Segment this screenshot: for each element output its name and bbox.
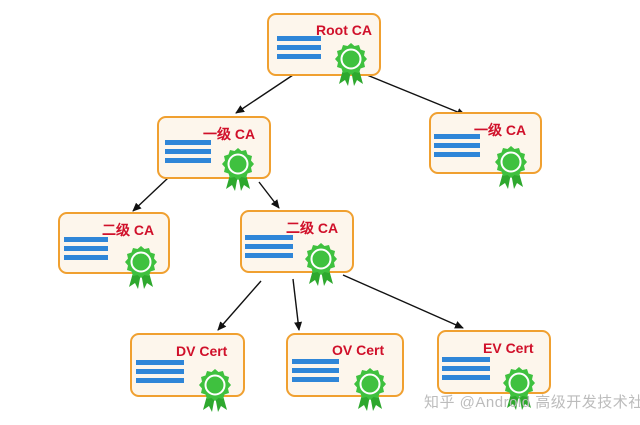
level1-ca-left-certificate: 一级 CA: [157, 116, 271, 191]
text-lines-icon: [434, 134, 480, 161]
level2-ca-left-certificate: 二级 CA: [58, 212, 170, 289]
level2-ca-mid-title: 二级 CA: [286, 220, 339, 236]
text-lines-icon: [292, 359, 339, 386]
text-lines-icon: [277, 36, 321, 63]
ev-cert-title: EV Cert: [483, 340, 534, 356]
certificate-seal-icon: [222, 148, 254, 191]
level1-ca-right-certificate: 一级 CA: [429, 112, 542, 189]
ev-cert-certificate: EV Cert: [437, 330, 551, 410]
level2-ca-mid-certificate: 二级 CA: [240, 210, 354, 286]
ov-cert-title: OV Cert: [332, 342, 385, 358]
arrow-level2-to-dv: [217, 280, 262, 331]
level2-ca-left-title: 二级 CA: [102, 222, 155, 238]
watermark-text: 知乎 @Android 高级开发技术社区: [424, 394, 640, 411]
ov-cert-certificate: OV Cert: [286, 333, 404, 411]
arrow-level2-to-ev: [342, 274, 464, 329]
certificate-seal-icon: [495, 146, 527, 189]
certificate-seal-icon: [503, 367, 535, 410]
certificate-seal-icon: [354, 368, 386, 411]
dv-cert-title: DV Cert: [176, 343, 228, 359]
certificate-seal-icon: [335, 43, 367, 86]
arrow-level2-to-ov: [292, 278, 303, 331]
text-lines-icon: [442, 357, 490, 384]
arrow-level1-to-level2-mid: [258, 181, 280, 209]
level1-ca-left-title: 一级 CA: [203, 126, 256, 142]
level1-ca-right-title: 一级 CA: [474, 122, 527, 138]
text-lines-icon: [136, 360, 184, 387]
certificate-seal-icon: [305, 243, 337, 286]
certificate-seal-icon: [199, 369, 231, 412]
dv-cert-certificate: DV Cert: [130, 333, 245, 412]
text-lines-icon: [245, 235, 293, 262]
arrow-level1-to-level2-left: [132, 177, 169, 212]
text-lines-icon: [64, 237, 108, 264]
root-ca-title: Root CA: [316, 22, 372, 38]
root-ca-certificate: Root CA: [267, 13, 381, 86]
arrow-root-to-level1-right: [361, 72, 466, 116]
certificate-seal-icon: [125, 246, 157, 289]
arrow-root-to-level1-left: [235, 74, 294, 114]
text-lines-icon: [165, 140, 211, 167]
